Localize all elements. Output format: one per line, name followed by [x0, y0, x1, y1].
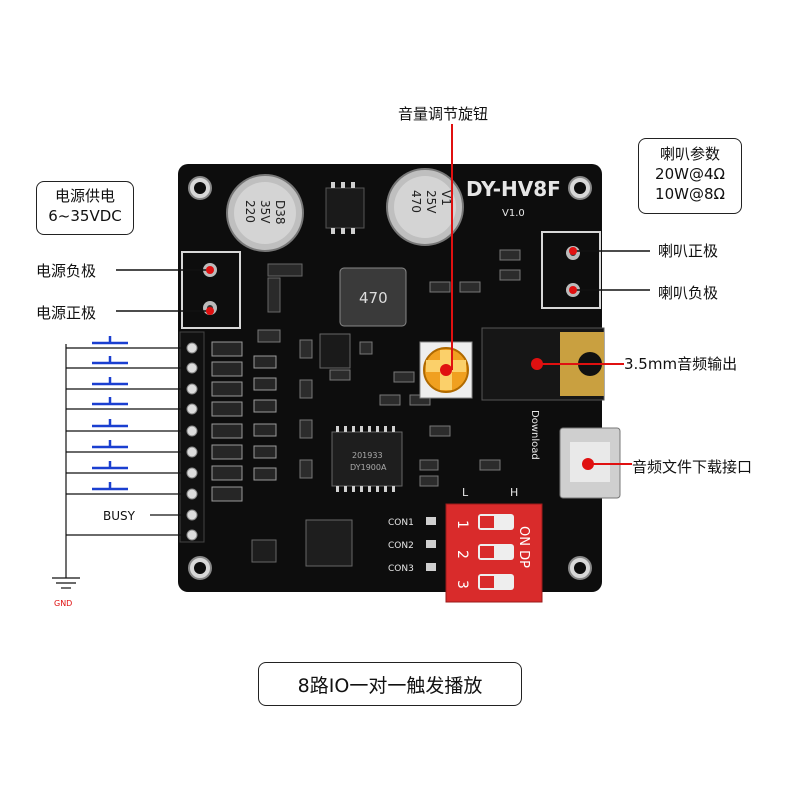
speaker-params-4ohm: 20W@4Ω — [655, 165, 725, 183]
flash-chip — [305, 519, 353, 567]
dip-h-label: H — [510, 486, 518, 499]
speaker-params-title: 喇叭参数 — [659, 145, 720, 163]
power-terminal — [181, 251, 241, 329]
volume-knob-label: 音量调节旋钮 — [398, 105, 489, 123]
micro-usb-port — [559, 427, 621, 499]
speaker-negative-label: 喇叭负极 — [658, 284, 719, 302]
regulator-chip — [325, 187, 365, 229]
cap-left-line3: D38 — [273, 200, 287, 225]
cap-left-line1: 220 — [243, 200, 257, 223]
small-regulator — [319, 333, 351, 369]
inductor: 470 — [339, 267, 407, 327]
diode-top — [267, 263, 303, 277]
red-callout-lines — [451, 124, 632, 465]
cap-right-line3: V1 — [439, 190, 453, 206]
speaker-positive-label: 喇叭正极 — [658, 242, 719, 260]
io-button-schematic — [52, 344, 186, 589]
board-version: V1.0 — [502, 208, 525, 219]
cap-left-line2: 35V — [258, 200, 272, 224]
speaker-params-8ohm: 10W@8Ω — [655, 185, 725, 203]
cap-right-line2: 25V — [424, 190, 438, 214]
dip-switch: 1 2 3 ON DP — [445, 503, 543, 603]
power-supply-title: 电源供电 — [54, 187, 115, 205]
bottom-caption: 8路IO一对一触发播放 — [258, 662, 522, 706]
board-model: DY-HV8F — [466, 177, 561, 201]
download-silk: Download — [529, 410, 540, 460]
dip-num-1: 1 — [454, 520, 470, 529]
power-supply-range: 6~35VDC — [48, 207, 122, 225]
chip-model: DY1900A — [350, 463, 387, 472]
gnd-label: GND — [54, 599, 72, 608]
volume-potentiometer — [419, 341, 473, 399]
power-supply-box: 电源供电 6~35VDC — [36, 181, 134, 235]
dip-l-label: L — [462, 486, 469, 499]
capacitor-right: 470 25V V1 — [386, 168, 464, 246]
download-port-label: 音频文件下载接口 — [632, 458, 753, 476]
callout-lines — [116, 250, 650, 312]
smd-components — [257, 249, 521, 487]
con3-label: CON3 — [388, 564, 414, 574]
power-positive-label: 电源正极 — [36, 304, 97, 322]
dip-num-2: 2 — [454, 550, 470, 559]
inductor-label: 470 — [359, 289, 388, 307]
speaker-params-box: 喇叭参数 20W@4Ω 10W@8Ω — [638, 138, 742, 214]
power-negative-label: 电源负极 — [36, 262, 97, 280]
main-audio-chip: 201933 DY1900A — [331, 426, 403, 492]
audio-output-label: 3.5mm音频输出 — [624, 355, 738, 373]
dip-on-label: ON DP — [516, 526, 531, 568]
speaker-terminal — [541, 231, 601, 309]
diode-left — [267, 277, 281, 313]
io-diode-array — [211, 341, 277, 502]
con1-label: CON1 — [388, 518, 414, 528]
transistor — [251, 539, 277, 563]
busy-label: BUSY — [103, 509, 136, 523]
con2-label: CON2 — [388, 541, 414, 551]
dip-num-3: 3 — [454, 580, 470, 589]
push-buttons — [92, 336, 128, 491]
chip-code: 201933 — [352, 451, 383, 460]
capacitor-left: 220 35V D38 — [226, 174, 304, 252]
cap-right-line1: 470 — [409, 190, 423, 213]
io-header — [179, 331, 205, 543]
